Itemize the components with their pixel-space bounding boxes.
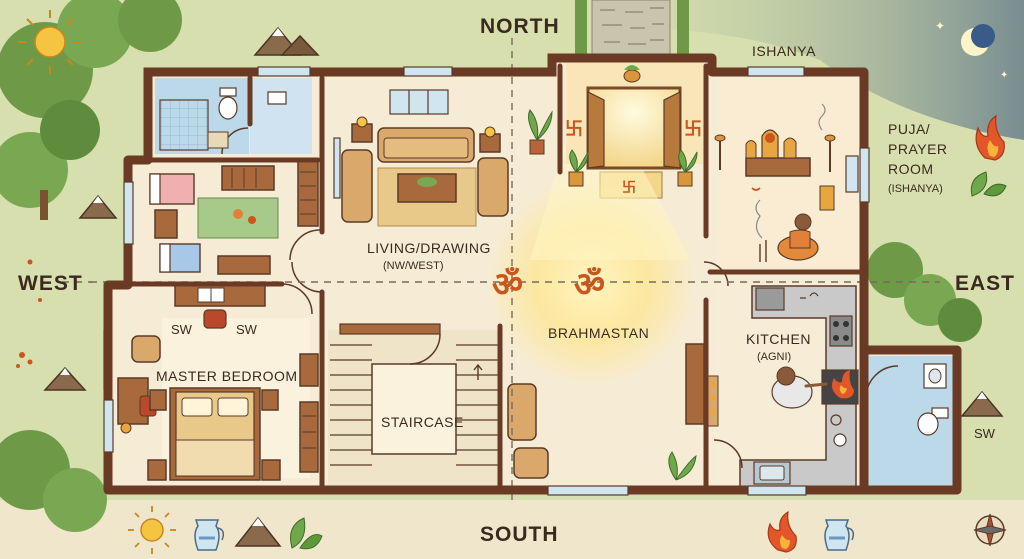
swastika-icon: 卐	[684, 119, 702, 140]
window	[859, 147, 870, 203]
toilet-icon	[218, 96, 238, 120]
cooking-person-icon	[771, 366, 828, 409]
master-bedroom-label: MASTER BEDROOM	[156, 368, 298, 384]
plant-icon	[668, 451, 697, 481]
bookshelf	[221, 165, 275, 191]
water-jug-icon	[194, 519, 225, 551]
sun-icon	[128, 506, 176, 554]
staircase-label: STAIRCASE	[381, 414, 464, 430]
window	[747, 66, 805, 77]
tree-icon	[0, 0, 182, 220]
stairs-icon	[330, 344, 498, 466]
window	[389, 89, 449, 115]
bathroom-wall	[859, 345, 962, 495]
living-room-label: LIVING/DRAWING	[367, 240, 491, 256]
toilet-icon	[267, 91, 287, 105]
puja-label-sub: (ISHANYA)	[888, 183, 943, 195]
window	[403, 66, 453, 77]
plant-icon	[528, 109, 553, 155]
kitchen-counter	[739, 285, 857, 489]
up-arrow-icon	[473, 363, 483, 380]
praying-person-icon	[777, 213, 819, 261]
nightstand	[154, 209, 178, 239]
mountain-icon	[960, 390, 1004, 417]
window	[845, 155, 859, 193]
fire-icon	[767, 510, 797, 553]
fire-icon	[832, 370, 854, 399]
armchair-icon	[341, 149, 373, 223]
swastika-icon: 卐	[565, 119, 583, 140]
om-icon: ॐ	[492, 265, 523, 305]
study-desk	[217, 255, 271, 275]
mountain-icon	[234, 516, 282, 547]
night-sky	[560, 0, 1024, 140]
window	[333, 137, 341, 199]
east-label: EAST	[955, 272, 1015, 295]
kitchen-label: KITCHEN	[746, 331, 811, 347]
deity-icon	[745, 129, 797, 159]
window	[123, 181, 134, 245]
dining-cabinet	[685, 343, 705, 425]
fire-icon	[975, 114, 1005, 161]
window	[547, 485, 629, 496]
chair	[203, 309, 227, 329]
ishanya-label: ISHANYA	[752, 43, 816, 59]
star-icon: ✦	[1000, 70, 1008, 81]
water-jug-icon	[824, 519, 855, 551]
om-icon: ॐ	[574, 265, 605, 305]
toilet-icon	[931, 407, 949, 419]
tree-icon	[867, 242, 982, 342]
flower-decoration	[16, 259, 42, 368]
plant-icon	[677, 149, 698, 187]
puja-label-line2: PRAYER	[888, 141, 948, 157]
mountain-icon	[78, 194, 118, 219]
compass-icon	[973, 513, 1007, 547]
armchair-icon	[507, 383, 537, 441]
sun-icon	[18, 10, 82, 74]
south-label: SOUTH	[480, 523, 559, 546]
microwave	[755, 287, 785, 311]
leaf-icon	[970, 171, 1007, 197]
puja-label-line3: ROOM	[888, 161, 934, 177]
stove-icon	[829, 315, 853, 347]
brahmastan-label: BRAHMASTAN	[548, 325, 649, 341]
shower-tiles	[159, 99, 209, 151]
moon-icon	[961, 24, 995, 56]
sw-marker-right: SW	[236, 322, 258, 337]
north-label: NORTH	[480, 15, 560, 38]
plant-icon	[568, 149, 589, 187]
star-icon: ✦	[935, 19, 945, 33]
sw-marker-outside: SW	[974, 426, 996, 441]
kalash-icon	[623, 65, 641, 83]
window	[257, 66, 311, 77]
sw-marker-left: SW	[171, 322, 193, 337]
living-room-sub: (NW/WEST)	[383, 260, 443, 272]
kitchen-sub: (AGNI)	[757, 351, 791, 363]
altar-table	[745, 157, 811, 177]
armchair-icon	[131, 335, 161, 363]
puja-label-line1: PUJA/	[888, 121, 930, 137]
window	[103, 399, 114, 453]
window	[747, 485, 807, 496]
wardrobe	[299, 401, 319, 473]
armchair-icon	[477, 157, 509, 217]
mountain-icon	[253, 26, 320, 56]
armchair-icon	[513, 447, 549, 479]
wardrobe	[297, 159, 319, 227]
tree-icon	[0, 430, 107, 532]
swastika-icon: 卐	[622, 180, 636, 196]
leaf-icon	[290, 517, 323, 550]
mountain-icon	[43, 366, 87, 391]
west-label: WEST	[18, 272, 83, 295]
